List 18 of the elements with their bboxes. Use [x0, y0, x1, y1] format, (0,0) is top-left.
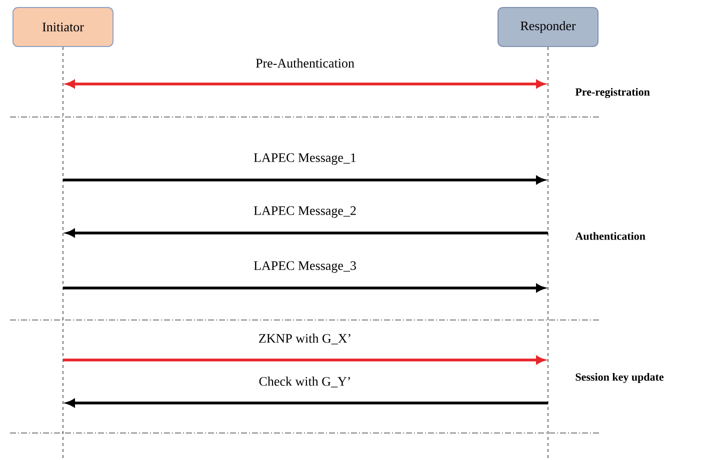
phase-label: Session key update — [576, 373, 664, 383]
participant-box: Initiator — [12, 7, 114, 47]
edge-label: LAPEC Message_1 — [254, 153, 356, 165]
participant-box: Responder — [498, 7, 598, 47]
edge-label: ZKNP with G_X’ — [259, 334, 350, 344]
phase-label: Pre-registration — [575, 88, 650, 98]
arrow — [66, 229, 548, 237]
arrow — [66, 80, 545, 88]
arrow — [63, 284, 545, 292]
arrow — [63, 356, 545, 364]
edge-label: LAPEC Message_3 — [254, 261, 356, 273]
phase-label: Authentication — [575, 232, 646, 240]
arrow — [66, 399, 548, 407]
lifeline — [62, 46, 64, 460]
arrow — [63, 176, 545, 184]
edge-label: LAPEC Message_2 — [254, 206, 356, 218]
edge-label: Check with G_Y’ — [259, 376, 350, 388]
edge-label: Pre-Authentication — [256, 58, 354, 68]
